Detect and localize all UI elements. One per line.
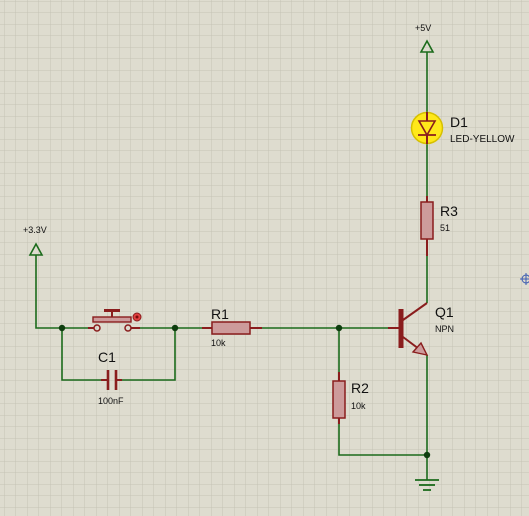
junction-dot (58, 324, 66, 332)
wires (35, 52, 428, 480)
transistor-q1[interactable]: Q1 NPN (388, 302, 454, 356)
resistor-r1[interactable]: R1 10k (202, 306, 262, 348)
power-3v3-label: +3.3V (23, 225, 47, 235)
ground-icon[interactable] (415, 479, 439, 491)
junctions (58, 324, 431, 459)
resistor-r2[interactable]: R2 10k (332, 372, 369, 424)
power-terminal-5v[interactable]: +5V (415, 23, 435, 53)
capacitor-c1[interactable]: C1 100nF (98, 349, 124, 406)
r2-value: 10k (351, 401, 366, 411)
pushbutton-switch[interactable] (88, 309, 142, 332)
junction-dot (171, 324, 179, 332)
r3-ref: R3 (440, 203, 458, 219)
junction-dot (335, 324, 343, 332)
wire-c1-left[interactable] (61, 328, 101, 381)
r1-value: 10k (211, 338, 226, 348)
c1-ref: C1 (98, 349, 116, 365)
q1-value: NPN (435, 324, 454, 334)
r2-ref: R2 (351, 380, 369, 396)
d1-value: LED-YELLOW (450, 134, 515, 145)
resistor-r3[interactable]: R3 51 (420, 196, 458, 256)
power-terminal-3v3[interactable]: +3.3V (23, 225, 47, 256)
r3-value: 51 (440, 223, 450, 233)
wire-r2-gnd[interactable] (338, 424, 427, 456)
r1-ref: R1 (211, 306, 229, 322)
origin-marker-icon (520, 273, 529, 285)
c1-value: 100nF (98, 396, 124, 406)
wire-c1-right[interactable] (122, 328, 176, 381)
d1-ref: D1 (450, 114, 468, 130)
led-d1[interactable]: D1 LED-YELLOW (410, 111, 516, 145)
power-5v-label: +5V (415, 23, 431, 33)
q1-ref: Q1 (435, 304, 454, 320)
wire-3v3[interactable] (35, 255, 88, 329)
junction-dot (423, 451, 431, 459)
